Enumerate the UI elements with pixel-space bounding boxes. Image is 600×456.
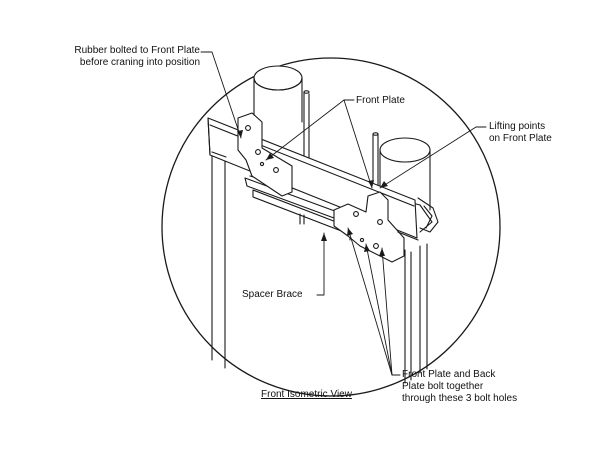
callout-bolt-line2: Plate bolt together <box>402 381 484 392</box>
detail-circle <box>161 57 501 397</box>
right-bracket <box>333 191 405 263</box>
left-cylinder <box>253 65 303 129</box>
callout-bolt-holes: Front Plate and Back Plate bolt together… <box>402 369 517 405</box>
support-legs <box>211 139 428 384</box>
callout-rubber-line2: before craning into position <box>79 57 200 68</box>
leader-lines <box>200 51 487 376</box>
callout-front-plate: Front Plate <box>356 95 405 106</box>
callout-rubber: Rubber bolted to Front Plate before cran… <box>40 45 200 69</box>
callout-lifting-points: Lifting points on Front Plate <box>489 121 552 145</box>
callout-lifting-line1: Lifting points <box>489 121 546 132</box>
arrowheads <box>237 130 388 256</box>
callout-spacer-brace: Spacer Brace <box>242 289 303 300</box>
rubber-pad <box>211 151 419 241</box>
callout-bolt-line1: Front Plate and Back <box>402 369 496 380</box>
callout-rubber-line1: Rubber bolted to Front Plate <box>74 45 200 56</box>
right-cylinder <box>379 137 431 211</box>
left-bracket <box>237 112 293 197</box>
view-caption: Front Isometric View <box>261 389 352 400</box>
callout-lifting-line2: on Front Plate <box>489 133 552 144</box>
callout-bolt-line3: through these 3 bolt holes <box>402 393 518 404</box>
